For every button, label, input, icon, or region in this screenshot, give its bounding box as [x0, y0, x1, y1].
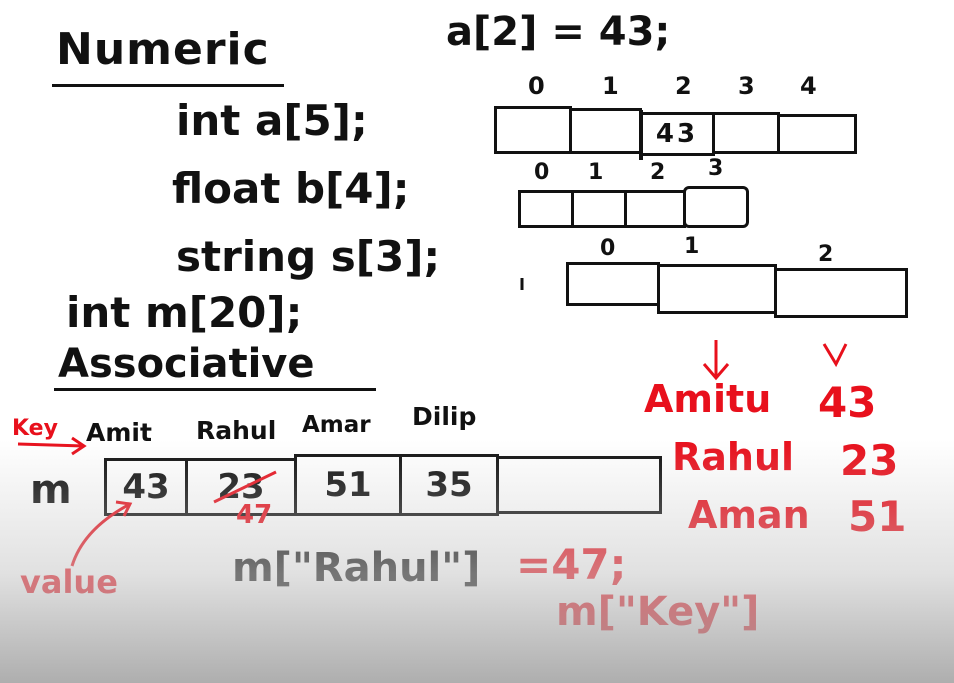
assoc-key-label: Rahul: [196, 416, 277, 445]
value-arrow-icon: [70, 500, 133, 567]
assoc-key-label: Amar: [302, 412, 371, 438]
array-a-index: 1: [602, 72, 619, 100]
pair-name: Amitu: [644, 377, 772, 421]
array-s-cell: [774, 268, 908, 318]
array-b-index: 3: [708, 156, 724, 181]
array-a-index: 0: [528, 72, 545, 100]
key-label: Key: [12, 416, 58, 441]
strike-line: [213, 470, 277, 504]
decl-int-m: int m[20];: [66, 288, 303, 337]
pair-value: 43: [818, 378, 877, 427]
array-b-index: 0: [534, 160, 550, 185]
array-b-index: 2: [650, 160, 666, 185]
down-arrow-icon: [822, 343, 848, 368]
decl-int-a: int a[5];: [176, 96, 368, 145]
associative-heading-underline: [54, 388, 376, 391]
decl-float-b: float b[4];: [172, 164, 410, 213]
array-a-index: 2: [675, 72, 692, 100]
array-b-index: 1: [588, 160, 604, 185]
numeric-heading-underline: [52, 84, 284, 87]
array-a-cell: [777, 114, 857, 154]
down-arrow-icon: [702, 340, 730, 381]
array-a-index: 4: [800, 72, 817, 100]
array-s-index: 1: [684, 234, 700, 259]
array-a-index: 3: [738, 72, 755, 100]
array-s-index: 0: [600, 236, 616, 261]
numeric-heading: Numeric: [56, 24, 270, 75]
array-b-cell: [683, 186, 749, 228]
assoc-key-label: Dilip: [412, 402, 477, 431]
key-arrow-icon: [17, 436, 87, 456]
associative-heading: Associative: [58, 341, 315, 387]
assign-statement: a[2] = 43;: [446, 9, 671, 55]
decl-string-s: string s[3];: [176, 232, 441, 281]
array-s-index: 2: [818, 242, 834, 267]
